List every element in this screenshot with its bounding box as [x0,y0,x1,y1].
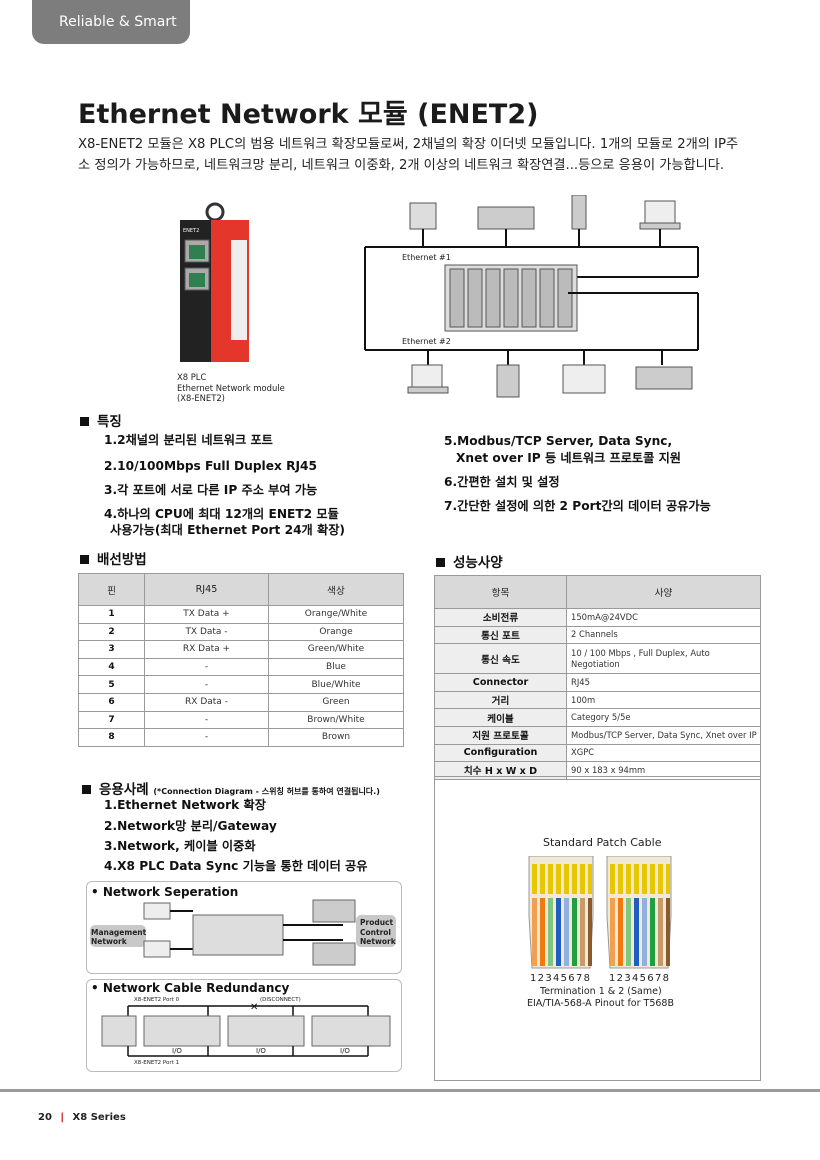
feature-5: 5.Modbus/TCP Server, Data Sync, [444,434,673,448]
application-4: 4.X8 PLC Data Sync 기능을 통한 데이터 공유 [104,859,368,873]
pins-label-right: 12345678 [609,973,671,984]
separation-title: • Network Seperation [91,885,239,899]
intro-paragraph: X8-ENET2 모듈은 X8 PLC의 범용 네트워크 확장모듈로써, 2채널… [78,137,739,173]
footer: 20 | X8 Series [38,1112,126,1123]
features-heading: 특징 [80,410,122,430]
specs-heading: 성능사양 [436,551,503,571]
application-2: 2.Network망 분리/Gateway [104,819,277,833]
svg-text:Ethernet #1: Ethernet #1 [402,253,451,262]
svg-text:I/O: I/O [172,1047,182,1055]
pins-right [610,864,670,966]
table-row: 5-Blue/White [78,675,404,694]
feature-6: 6.간편한 설치 및 설정 [444,475,560,489]
disconnect-label: (DISCONNECT) [260,997,301,1003]
management-network-label: Management Network [91,928,147,946]
enet2-module-image: ENET2 [180,202,249,362]
port0-label: X8-ENET2 Port 0 [134,997,180,1003]
table-row: 4-Blue [78,657,404,677]
svg-text:✕: ✕ [250,1002,258,1013]
cable-panel [434,776,761,1081]
svg-text:Ethernet #2: Ethernet #2 [402,337,451,346]
pins-left [532,864,592,966]
applications-heading: 응용사례 (*Connection Diagram - 스위칭 허브를 통하여 … [82,778,380,798]
footer-divider [0,1089,820,1092]
svg-text:I/O: I/O [340,1047,350,1055]
wiring-heading: 배선방법 [80,548,147,568]
feature-5-cont: Xnet over IP 등 네트워크 프로토콜 지원 [456,451,682,465]
application-1: 1.Ethernet Network 확장 [104,798,266,812]
product-control-network-label: Product Control Network [360,918,396,946]
separation-diagram [90,899,396,966]
feature-2: 2.10/100Mbps Full Duplex RJ45 [104,459,317,473]
table-row: 8-Brown [78,728,404,747]
page-title: Ethernet Network 모듈 (ENET2) [78,99,539,130]
specs-col-value: 사양 [566,575,761,609]
redundancy-diagram: ✕ I/O I/O I/O [101,1002,391,1057]
application-3: 3.Network, 케이블 이중화 [104,839,256,853]
redundancy-box [86,979,402,1072]
cable-title: Standard Patch Cable [543,836,662,849]
termination-note: Termination 1 & 2 (Same) [540,986,662,997]
feature-4: 4.하나의 CPU에 최대 12개의 ENET2 모듈 [104,507,339,521]
wiring-col-pin: 핀 [78,573,145,606]
table-row: 7-Brown/White [78,710,404,730]
wiring-col-rj45: RJ45 [144,573,269,606]
feature-3: 3.각 포트에 서로 다른 IP 주소 부여 가능 [104,483,318,497]
product-caption: X8 PLC Ethernet Network module (X8-ENET2… [177,372,285,403]
redundancy-title: • Network Cable Redundancy [91,981,290,995]
patch-cable-image [528,856,672,969]
pins-label-left: 12345678 [530,973,592,984]
feature-1: 1.2채널의 분리된 네트워크 포트 [104,433,273,447]
feature-4-cont: 사용가능(최대 Ethernet Port 24개 확장) [110,523,345,537]
network-diagram: Ethernet #1 Ethernet #2 [364,195,699,398]
header-tab: Reliable & Smart [32,0,190,44]
feature-7: 7.간단한 설정에 의한 2 Port간의 데이터 공유가능 [444,499,711,513]
wiring-col-color: 색상 [268,573,404,606]
svg-text:ENET2: ENET2 [183,228,199,234]
pinout-note: EIA/TIA-568-A Pinout for T568B [527,998,674,1009]
separation-box [86,881,402,974]
port1-label: X8-ENET2 Port 1 [134,1060,180,1066]
specs-col-item: 항목 [434,575,567,609]
svg-text:I/O: I/O [256,1047,266,1055]
